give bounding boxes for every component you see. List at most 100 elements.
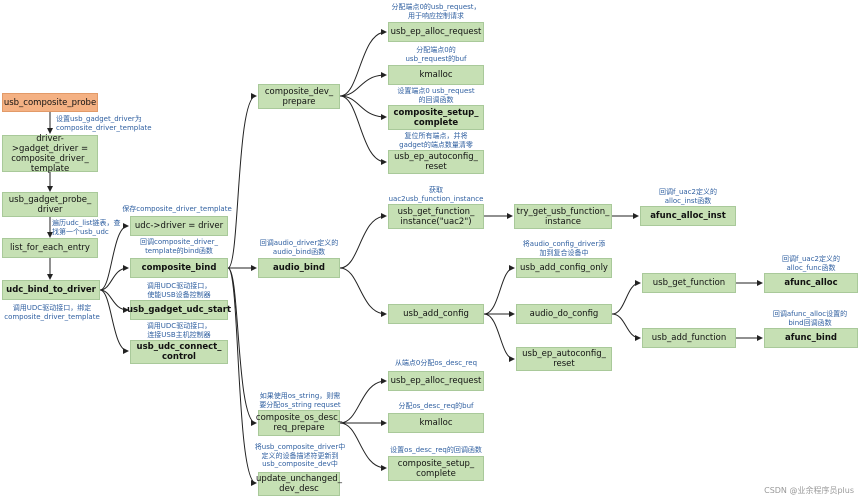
node-label: kmalloc (419, 70, 453, 80)
edge-compbind-update (227, 267, 257, 486)
node-label: audio_bind (272, 263, 325, 273)
annotation-template: 设置usb_gadget_driver为 composite_driver_te… (56, 115, 152, 132)
os-desc-req-prepare-node: composite_os_desc_ req_prepare (255, 410, 343, 436)
annotation-setup-cb: 设置端点0 usb_request 的回调函数 (397, 87, 475, 104)
node-label: usb_ep_alloc_request (390, 27, 482, 37)
udc-bind-to-driver-node: udc_bind_to_driver (2, 280, 100, 300)
add-function-node: usb_add_function (642, 328, 736, 348)
annotation-bind-func: 回调afunc_alloc设置的 bind回调函数 (772, 310, 848, 327)
ep-autoconfig-reset-node-2: usb_ep_autoconfig_ reset (516, 347, 612, 371)
node-label: driver->gadget_driver = composite_driver… (11, 133, 89, 174)
edge-ab-addconfig (339, 267, 387, 317)
annotation-audio-bind: 回调audio_driver定义的 audio_bind函数 (259, 239, 339, 256)
annotation-get-instance: 获取 uac2usb_function_instance (388, 186, 484, 203)
driver-template-node: driver->gadget_driver = composite_driver… (2, 133, 98, 174)
afunc-bind-node: afunc_bind (764, 328, 858, 348)
node-label: usb_ep_alloc_request (390, 376, 482, 386)
ep-autoconfig-reset-node-1: usb_ep_autoconfig_ reset (388, 150, 484, 174)
edge-udcbind-driver (99, 223, 129, 291)
node-label: usb_get_function_ instance("uac2") (397, 206, 475, 227)
annotation-os-desc-cb: 设置os_desc_req的回调函数 (390, 446, 482, 454)
node-label: composite_bind (141, 263, 217, 273)
udc-driver-node: udc->driver = driver (130, 216, 228, 236)
edge-dp-reset (339, 95, 387, 165)
node-label: usb_composite_probe (3, 97, 97, 108)
edge-compbind-devprepare (227, 93, 257, 269)
node-label: audio_do_config (529, 309, 599, 319)
kmalloc-node-2: kmalloc (388, 413, 484, 433)
edge-do-addfunc (611, 313, 641, 341)
update-unchanged-dev-desc-node: update_unchanged_ dev_desc (256, 472, 342, 496)
composite-setup-complete-node-2: composite_setup_ complete (388, 456, 484, 481)
node-label: usb_get_function (652, 278, 726, 288)
edge-os-setup (339, 422, 387, 471)
node-label: usb_add_function (651, 333, 727, 343)
get-function-instance-node: usb_get_function_ instance("uac2") (388, 204, 484, 229)
edge-ac-only (483, 265, 515, 315)
composite-bind-node: composite_bind (130, 258, 228, 278)
annotation-ep-alloc: 分配端点0的usb_request， 用于响应控制请求 (391, 3, 481, 20)
node-label: usb_add_config (403, 309, 469, 319)
annotation-alloc-func: 回调f_uac2定义的 alloc_func函数 (782, 255, 840, 272)
ep-alloc-request-node-2: usb_ep_alloc_request (388, 371, 484, 391)
annotation-os-desc-buf: 分配os_desc_req的buf (398, 402, 474, 410)
gadget-probe-driver-node: usb_gadget_probe_ driver (2, 192, 98, 217)
node-label: list_for_each_entry (10, 243, 90, 253)
edge-ab-getinst (339, 213, 387, 269)
node-label: afunc_bind (785, 333, 837, 343)
annotation-os-desc-req: 从端点0分配os_desc_req (394, 359, 478, 367)
edge-do-getfunc (611, 280, 641, 315)
kmalloc-node-1: kmalloc (388, 65, 484, 85)
edge-dp-kmalloc (339, 72, 387, 97)
node-label: usb_ep_autoconfig_ reset (522, 349, 606, 369)
edge-dp-epalloc (339, 29, 387, 97)
edge-os-epalloc (339, 378, 387, 424)
node-label: composite_os_desc_ req_prepare (255, 413, 343, 433)
annotation-list: 遍历udc_list链表，查 找第一个usb_udc (52, 219, 121, 236)
audio-do-config-node: audio_do_config (516, 304, 612, 324)
edge-ac-reset (483, 313, 515, 362)
node-label: usb_gadget_probe_ driver (8, 194, 92, 215)
node-label: afunc_alloc_inst (650, 211, 726, 221)
gadget-udc-start-node: usb_gadget_udc_start (126, 300, 232, 320)
get-function-node: usb_get_function (642, 273, 736, 293)
add-config-node: usb_add_config (388, 304, 484, 324)
annotation-udc-connect: 调用UDC驱动接口， 连接USB主机控制器 (146, 322, 212, 339)
list-for-each-entry-node: list_for_each_entry (2, 238, 98, 258)
node-label: udc->driver = driver (134, 221, 224, 231)
ep-alloc-request-node-1: usb_ep_alloc_request (388, 22, 484, 42)
annotation-bind-udc: 调用UDC驱动接口，绑定 composite_driver_template (4, 304, 100, 321)
watermark: CSDN @业余程序员plus (764, 486, 854, 495)
annotation-udc-start: 调用UDC驱动接口， 使能USB设备控制器 (146, 282, 212, 299)
node-label: usb_add_config_only (520, 263, 608, 273)
usb-composite-probe-node: usb_composite_probe (2, 93, 98, 112)
afunc-alloc-node: afunc_alloc (764, 273, 858, 293)
composite-dev-prepare-node: composite_dev_ prepare (258, 84, 340, 109)
annotation-add-config: 将audio_config_driver添 加到复合设备中 (522, 240, 606, 257)
node-label: afunc_alloc (784, 278, 838, 288)
annotation-kmalloc: 分配端点0的 usb_request的buf (405, 46, 467, 63)
annotation-os-string: 如果使用os_string，则需 要分配os_string requset (259, 392, 341, 409)
node-label: composite_dev_ prepare (264, 86, 334, 107)
edge-udcbind-connect (99, 289, 129, 354)
node-label: usb_ep_autoconfig_ reset (394, 152, 478, 172)
annotation-reset: 复位所有端点，并将 gadget的端点数量清零 (399, 132, 473, 149)
add-config-only-node: usb_add_config_only (516, 258, 612, 278)
audio-bind-node: audio_bind (258, 258, 340, 278)
udc-connect-control-node: usb_udc_connect_ control (130, 340, 228, 364)
node-label: usb_gadget_udc_start (126, 305, 232, 315)
edge-dp-setup (339, 95, 387, 120)
node-label: update_unchanged_ dev_desc (256, 474, 342, 494)
try-get-function-instance-node: try_get_usb_function_ instance (514, 204, 612, 229)
node-label: composite_setup_ complete (393, 107, 479, 128)
edge-compbind-osdesc (227, 267, 257, 426)
composite-setup-complete-node-1: composite_setup_ complete (388, 105, 484, 130)
annotation-update: 将usb_composite_driver中 定义的设备描述符更新到 usb_c… (254, 443, 346, 468)
annotation-save: 保存composite_driver_template (122, 205, 232, 213)
edge-udcbind-compbind (99, 265, 129, 291)
node-label: udc_bind_to_driver (6, 285, 96, 295)
afunc-alloc-inst-node: afunc_alloc_inst (640, 206, 736, 226)
node-label: usb_udc_connect_ control (136, 342, 222, 362)
node-label: try_get_usb_function_ instance (516, 206, 610, 227)
